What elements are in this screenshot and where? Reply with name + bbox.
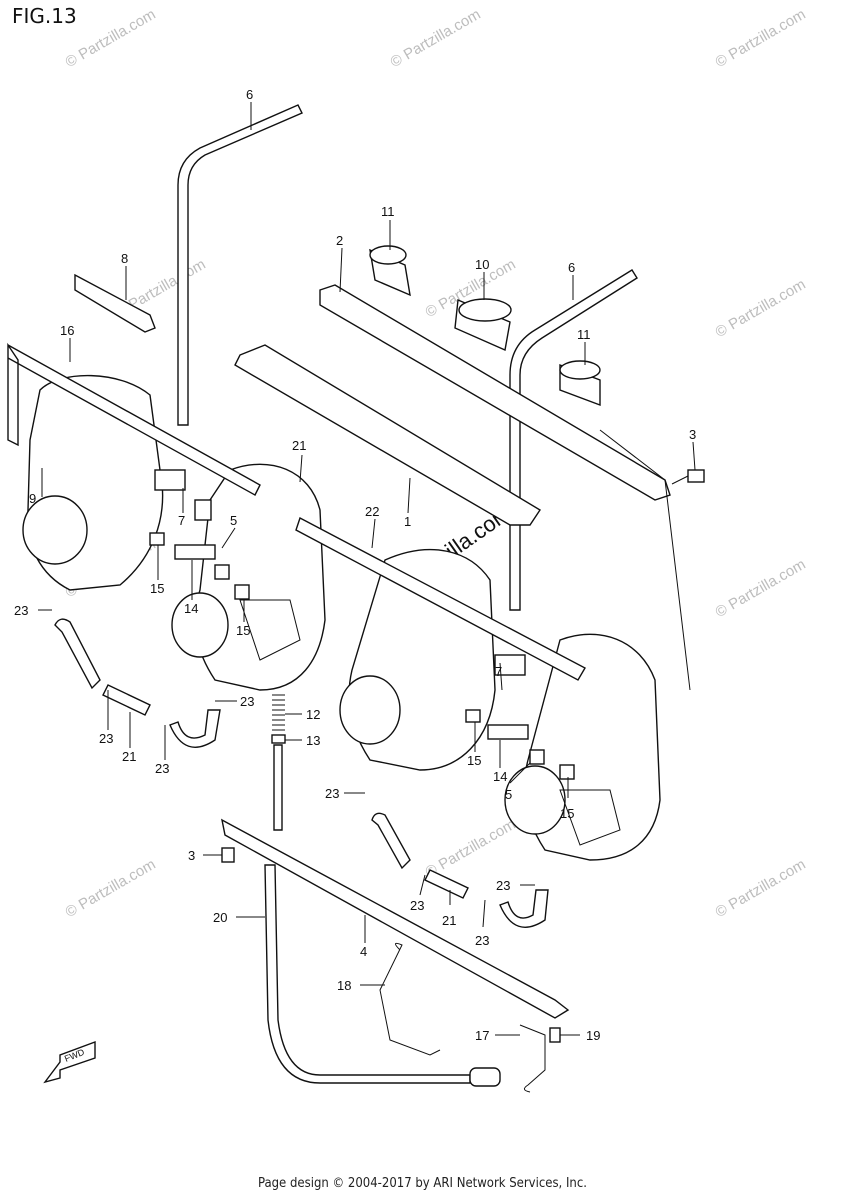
- part-18-wire: [379, 942, 441, 1056]
- callout-23d: 23: [240, 694, 254, 709]
- part-6-left-vent-pipe: [177, 104, 303, 426]
- part-2-plate: [319, 284, 671, 501]
- callout-4: 4: [360, 944, 367, 959]
- part-22-tube: [295, 516, 586, 681]
- part-16-tube: [7, 342, 261, 496]
- callout-11b: 11: [577, 327, 591, 342]
- hose-left-b: [169, 709, 221, 748]
- callout-20: 20: [213, 910, 227, 925]
- callout-19: 19: [586, 1028, 600, 1043]
- callout-22: 22: [365, 504, 379, 519]
- part-1-plate: [234, 344, 541, 526]
- part-20-cable-end: [469, 1067, 501, 1087]
- callout-23a: 23: [14, 603, 28, 618]
- part-12-spring: [271, 694, 286, 744]
- callout-16: 16: [60, 323, 74, 338]
- callout-11a: 11: [381, 204, 395, 219]
- part-2-edge: [599, 429, 691, 691]
- callout-23e: 23: [325, 786, 339, 801]
- part-8-bracket: [74, 273, 156, 333]
- callout-21b: 21: [292, 438, 306, 453]
- callout-14a: 14: [184, 601, 198, 616]
- callout-23h: 23: [475, 933, 489, 948]
- callout-15c: 15: [467, 753, 481, 768]
- part-17-spring-clip: [519, 1024, 546, 1093]
- page-footer: Page design © 2004-2017 by ARI Network S…: [258, 1176, 587, 1191]
- callout-10: 10: [475, 257, 489, 272]
- callout-12: 12: [306, 707, 320, 722]
- callout-8: 8: [121, 251, 128, 266]
- callout-15a: 15: [150, 581, 164, 596]
- callout-6b: 6: [568, 260, 575, 275]
- part-11b-cylinder: [559, 360, 601, 407]
- part-6-right-vent-pipe: [509, 269, 638, 611]
- callout-leaders: [38, 102, 696, 1036]
- fittings-right: [465, 654, 575, 780]
- hose-right-a: [371, 812, 411, 870]
- figure-title: FIG.13: [12, 4, 77, 28]
- callout-2: 2: [336, 233, 343, 248]
- callout-21c: 21: [442, 913, 456, 928]
- callout-23c: 23: [155, 761, 169, 776]
- callout-7a: 7: [178, 513, 185, 528]
- hose-left-a: [54, 618, 101, 690]
- joint-21-right: [424, 869, 469, 899]
- part-13-rod: [273, 744, 283, 831]
- part-19-screw: [549, 1027, 561, 1043]
- callout-labels: 6 8 16 9 7 5 15 14 15 23 23 21 23 23 21 …: [14, 87, 696, 1043]
- callout-17: 17: [475, 1028, 489, 1043]
- callout-15b: 15: [236, 623, 250, 638]
- callout-23f: 23: [496, 878, 510, 893]
- part-10-cylinder: [454, 298, 512, 351]
- right-carburetor-body: [339, 548, 661, 861]
- callout-5a: 5: [230, 513, 237, 528]
- callout-6a: 6: [246, 87, 253, 102]
- callout-23b: 23: [99, 731, 113, 746]
- callout-3b: 3: [188, 848, 195, 863]
- part-4-lower-plate: [221, 818, 570, 1019]
- fwd-arrow: FWD: [43, 1040, 96, 1084]
- joint-21-left: [102, 684, 151, 716]
- callout-7b: 7: [495, 664, 502, 679]
- callout-21a: 21: [122, 749, 136, 764]
- callout-3a: 3: [689, 427, 696, 442]
- callout-13: 13: [306, 733, 320, 748]
- hose-right-b: [499, 889, 549, 928]
- callout-1: 1: [404, 514, 411, 529]
- callout-5b: 5: [505, 787, 512, 802]
- callout-9: 9: [29, 491, 36, 506]
- part-3-screw-upper: [671, 469, 705, 485]
- callout-23g: 23: [410, 898, 424, 913]
- callout-15d: 15: [560, 806, 574, 821]
- callout-14b: 14: [493, 769, 507, 784]
- callout-18: 18: [337, 978, 351, 993]
- part-11a-cylinder: [369, 245, 411, 297]
- fittings-left: [149, 469, 250, 600]
